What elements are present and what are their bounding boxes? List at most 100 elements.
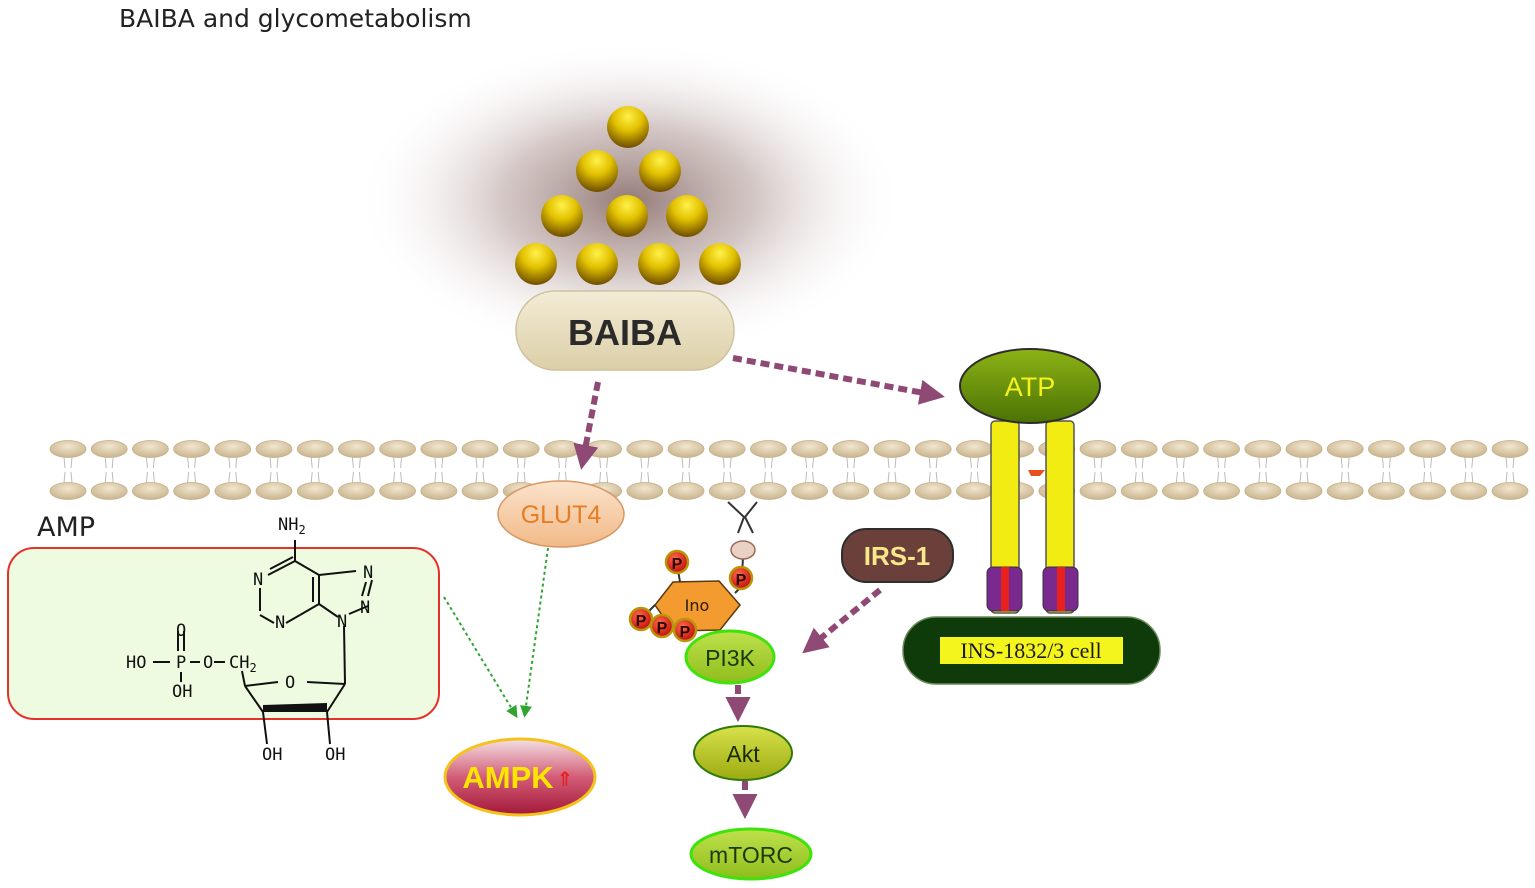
phosphate-circle bbox=[664, 549, 690, 575]
baiba-bead bbox=[666, 195, 708, 237]
baiba-node-shape bbox=[515, 290, 735, 371]
phosphate-label: P bbox=[736, 572, 747, 589]
baiba-bead bbox=[576, 150, 618, 192]
lipid-molecule bbox=[1409, 440, 1447, 500]
lipid-molecule bbox=[667, 440, 705, 500]
lipid-molecule bbox=[1491, 440, 1529, 500]
ins-cell-label: INS-1832/3 cell bbox=[960, 638, 1101, 663]
baiba-bead bbox=[541, 195, 583, 237]
lipid-molecule bbox=[1326, 440, 1364, 500]
lipid-molecule bbox=[49, 440, 87, 500]
baiba-node: BAIBA bbox=[515, 290, 735, 371]
akt-label: Akt bbox=[726, 741, 760, 767]
amp-nh2-text: NH bbox=[278, 515, 298, 535]
baiba-bead bbox=[638, 243, 680, 285]
ampk-node: AMPK ⇑ bbox=[443, 737, 597, 817]
glycerol-head bbox=[730, 540, 756, 560]
amp-nh2-sub: 2 bbox=[298, 523, 305, 537]
amp-ho: HO bbox=[126, 653, 146, 673]
amp-box-shape bbox=[7, 547, 440, 720]
baiba-label: BAIBA bbox=[568, 312, 682, 353]
amp-bonds bbox=[153, 540, 373, 745]
arrow-baiba-to-atp bbox=[732, 355, 945, 405]
lipid-molecule bbox=[296, 440, 334, 500]
phosphate-label: P bbox=[657, 620, 668, 637]
atp-label: ATP bbox=[1005, 372, 1056, 402]
amp-p: P bbox=[176, 653, 186, 673]
mtorc-label: mTORC bbox=[709, 842, 793, 868]
amp-ch2-text: CH bbox=[229, 653, 249, 673]
mtorc-node: mTORC bbox=[689, 827, 813, 881]
phosphate-label: P bbox=[680, 624, 691, 641]
arrow-amp-to-ampk bbox=[443, 596, 518, 719]
amp-nh2: NH2 bbox=[278, 515, 306, 537]
lipid-molecule bbox=[255, 440, 293, 500]
mtorc-node-shape bbox=[689, 827, 813, 881]
baiba-bead bbox=[606, 195, 648, 237]
amp-ch2-sub: 2 bbox=[249, 661, 256, 675]
ins-cell-label-bg bbox=[940, 637, 1123, 664]
lipid-molecule bbox=[214, 440, 252, 500]
phosphate-circle bbox=[728, 565, 754, 591]
baiba-bead bbox=[639, 150, 681, 192]
ampk-increase-arrow-icon: ⇑ bbox=[557, 767, 574, 791]
lipid-molecule bbox=[1367, 440, 1405, 500]
phosphate-5: P bbox=[672, 617, 698, 643]
pi3k-node-shape bbox=[684, 629, 776, 685]
ampk-node-shape bbox=[443, 737, 597, 817]
ins-cell-node: INS-1832/3 cell bbox=[902, 616, 1161, 685]
lipid-molecule bbox=[1285, 440, 1323, 500]
baiba-molecule-cluster bbox=[515, 106, 741, 285]
glut4-node-shape bbox=[497, 480, 625, 548]
phosphate-4: P bbox=[649, 613, 675, 639]
amp-label: AMP bbox=[37, 512, 95, 543]
amp-n1: N bbox=[253, 570, 263, 590]
pip3-molecule: Ino P P P P P bbox=[628, 501, 758, 643]
lipid-molecule bbox=[131, 440, 169, 500]
lipid-molecule bbox=[1203, 440, 1241, 500]
lipid-molecule bbox=[873, 440, 911, 500]
amp-o-top: O bbox=[176, 621, 186, 641]
amp-ch2: CH2 bbox=[229, 653, 257, 675]
amp-n5: N bbox=[337, 612, 347, 632]
pi3k-label: PI3K bbox=[705, 645, 756, 671]
atp-node-shape bbox=[959, 348, 1101, 424]
irs1-label: IRS-1 bbox=[864, 541, 930, 571]
glut4-label: GLUT4 bbox=[521, 501, 602, 529]
lipid-molecule bbox=[708, 440, 746, 500]
akt-node: Akt bbox=[693, 725, 793, 781]
receptor-bridge-icon bbox=[1028, 470, 1045, 476]
pi3k-node: PI3K bbox=[684, 629, 776, 685]
baiba-bead bbox=[515, 243, 557, 285]
amp-o-ring: O bbox=[285, 673, 295, 693]
phosphate-circle bbox=[649, 613, 675, 639]
lipid-molecule bbox=[955, 440, 993, 500]
phosphate-2: P bbox=[728, 565, 754, 591]
lipid-molecule bbox=[1079, 440, 1117, 500]
baiba-bead bbox=[576, 243, 618, 285]
lipid-molecule bbox=[1120, 440, 1158, 500]
glut4-node: GLUT4 bbox=[497, 480, 625, 548]
lipid-molecule bbox=[626, 440, 664, 500]
receptor-right-band bbox=[1057, 567, 1065, 611]
lipid-molecule bbox=[173, 440, 211, 500]
lipid-molecule bbox=[461, 440, 499, 500]
phosphate-label: P bbox=[636, 613, 647, 630]
irs1-node: IRS-1 bbox=[841, 528, 954, 583]
receptor-right-column bbox=[1045, 420, 1075, 614]
lipid-molecule bbox=[379, 440, 417, 500]
lipid-molecule bbox=[832, 440, 870, 500]
irs1-node-shape bbox=[841, 528, 954, 583]
lipid-molecule bbox=[1450, 440, 1488, 500]
lipid-molecule bbox=[90, 440, 128, 500]
receptor-left-band bbox=[1001, 567, 1009, 611]
phosphate-label: P bbox=[672, 556, 683, 573]
lipid-molecule bbox=[914, 440, 952, 500]
lipid-molecule bbox=[337, 440, 375, 500]
phosphate-1: P bbox=[664, 549, 690, 575]
arrow-glut4-to-ampk bbox=[520, 547, 549, 718]
lipid-molecule bbox=[1161, 440, 1199, 500]
lipid-molecule bbox=[749, 440, 787, 500]
baiba-bead bbox=[699, 243, 741, 285]
atp-receptor bbox=[986, 420, 1079, 614]
